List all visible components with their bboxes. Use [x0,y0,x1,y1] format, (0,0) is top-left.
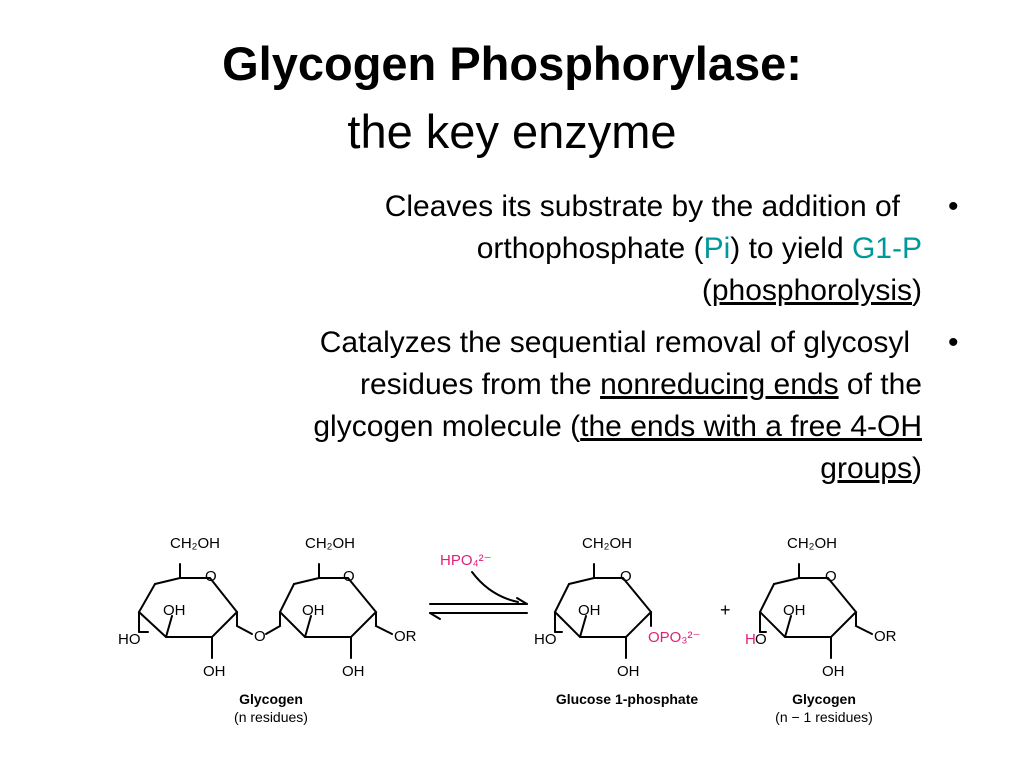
scheme-bonds [137,563,873,659]
bullet-2-line-1: Catalyzes the sequential removal of glyc… [319,326,910,359]
ring4-oh-label: OH [783,602,806,619]
ring2-oh-bottom-label: OH [342,663,365,680]
bullet-2-text: Catalyzes the sequential removal of glyc… [313,322,922,490]
ring4-or-label: OR [874,628,897,645]
bullet-2-symbol: • [948,326,959,359]
bullet-2-line-2: residues from the nonreducing ends of th… [359,368,922,401]
ring4-h-label: H [745,631,756,648]
ring2-oh-label: OH [302,602,325,619]
ring2-o-label: O [343,568,355,585]
nonreducing-ends-term: nonreducing ends [600,368,839,401]
bullet-1-line-2: orthophosphate (Pi) to yield G1-P [476,232,922,265]
bullet-1-line-1: Cleaves its substrate by the addition of [384,190,900,223]
phosphorolysis-term: phosphorolysis [711,274,912,307]
ring3-o-label: O [620,568,632,585]
ring4-oh-bottom-label: OH [822,663,845,680]
bullet-2-line-4: groups) [820,452,922,485]
bullet-1-symbol: • [948,190,959,223]
ring3-ho-label: HO [534,631,557,648]
ring3-oh-bottom-label: OH [617,663,640,680]
phosphorolysis-reaction-scheme: CH₂OH O OH HO OH O CH₂OH O OH OH OR HPO₄… [118,535,897,725]
bullet-1-text: Cleaves its substrate by the addition of… [385,186,922,312]
ring3-ch2oh-label: CH₂OH [582,535,632,552]
g1p-term: G1-P [851,232,922,265]
groups-term: groups [820,452,912,485]
ring2-ch2oh-label: CH₂OH [305,535,355,552]
glucose-1-phosphate-caption: Glucose 1-phosphate [556,691,699,707]
ring3-oh-label: OH [578,602,601,619]
glycogen-caption: Glycogen [239,691,303,707]
ring1-ch2oh-label: CH₂OH [170,535,220,552]
bullet-1-line-3: (phosphorolysis) [701,274,922,307]
ring1-ho-label: HO [118,631,141,648]
free-oh-term: the ends with a free 4-OH [580,410,922,443]
bullet-2-line-3: glycogen molecule (the ends with a free … [313,410,922,443]
bridge-o-label: O [254,628,266,645]
glycogen-n-minus-1-caption: (n − 1 residues) [775,709,873,725]
ring4-o-label: O [825,568,837,585]
glycogen-n-caption: (n residues) [234,709,308,725]
slide-subtitle: the key enzyme [347,105,677,158]
slide-title: Glycogen Phosphorylase: [222,37,802,90]
ring2-or-label: OR [394,628,417,645]
opo3-phosphate-label: OPO₃²⁻ [648,629,700,646]
hpo4-reagent-label: HPO₄²⁻ [440,552,492,569]
pi-term: Pi [703,232,731,265]
ring4-ch2oh-label: CH₂OH [787,535,837,552]
glycogen-product-caption: Glycogen [792,691,856,707]
ring1-oh-label: OH [163,602,186,619]
ring1-o-label: O [205,568,217,585]
plus-sign: + [720,600,731,620]
ring1-oh-bottom-label: OH [203,663,226,680]
ring4-o-label-left: O [755,631,767,648]
